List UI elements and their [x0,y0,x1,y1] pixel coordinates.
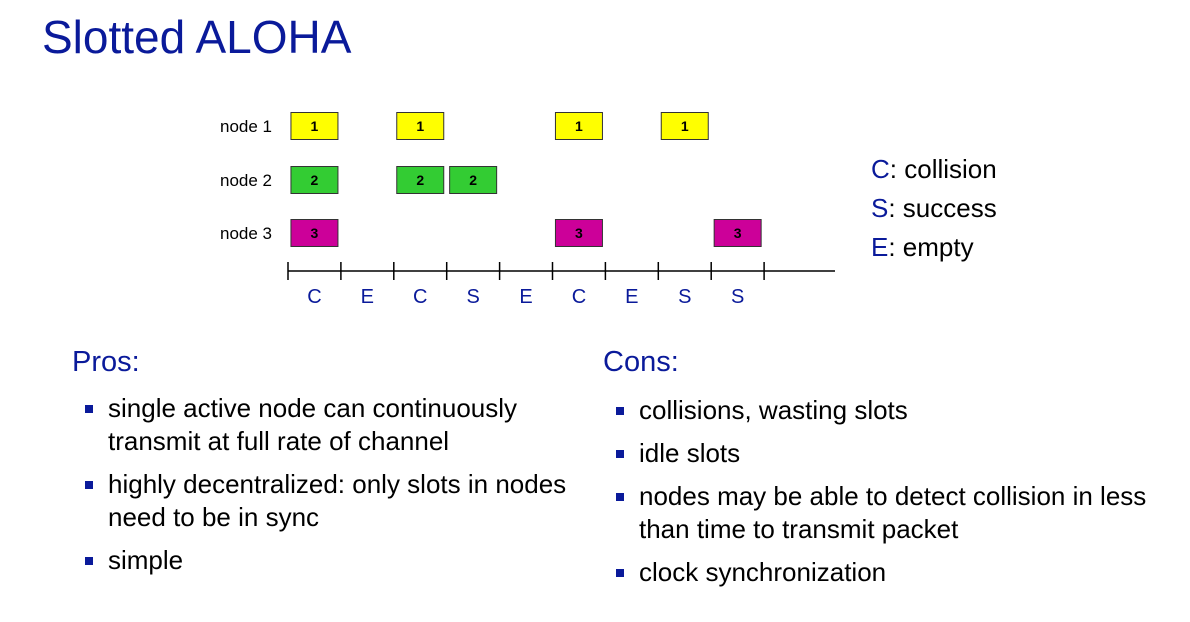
slot-outcome-label: E [625,286,638,308]
slot-outcome-label: C [413,286,427,308]
slot-outcome-label: E [361,286,374,308]
slot-outcome-label: E [519,286,532,308]
cons-item-text: collisions, wasting slots [639,395,908,425]
node-label: node 2 [220,171,272,190]
cons-item-text: idle slots [639,438,741,468]
pros-heading: Pros: [72,346,140,378]
cons-list: collisions, wasting slots idle slots nod… [611,394,1181,599]
legend-key: S [871,193,889,223]
bullet-square-icon [616,493,624,501]
slot-outcome-label: S [731,286,744,308]
list-item: single active node can continuously tran… [80,392,570,458]
packet-number: 3 [575,225,583,241]
bullet-square-icon [616,450,624,458]
slot-outcome-label: C [307,286,321,308]
packet-number: 2 [416,172,424,188]
legend-text: : success [888,193,997,223]
list-item: simple [80,544,570,577]
packet-box [554,219,603,247]
packet-number: 1 [311,118,319,134]
list-item: clock synchronization [611,556,1181,589]
node-label: node 1 [220,117,272,136]
packet-box [449,166,498,194]
node-label: node 3 [220,224,272,243]
bullet-square-icon [616,407,624,415]
slot-outcome-label: S [466,286,479,308]
pros-item-text: single active node can continuously tran… [108,393,518,456]
legend: C: collision S: success E: empty [871,150,997,267]
legend-key: C [871,154,890,184]
packet-number: 1 [575,118,583,134]
pros-item-text: highly decentralized: only slots in node… [108,469,567,532]
slot-timing-diagram: node 1 1 1 1 1 node 2 2 2 2 node 3 3 3 3C E C S E C E S S [220,112,835,308]
packet-number: 2 [311,172,319,188]
packet-number: 2 [469,172,477,188]
packet-box [396,112,445,140]
legend-item-empty: E: empty [871,228,997,267]
legend-key: E [871,232,889,262]
packet-box [396,166,445,194]
packet-box [290,112,339,140]
bullet-square-icon [85,481,93,489]
packet-number: 3 [311,225,319,241]
cons-item-text: clock synchronization [639,557,887,587]
slot-outcome-label: C [572,286,586,308]
packet-box [660,112,709,140]
slot-outcome-label: S [678,286,691,308]
list-item: idle slots [611,437,1181,470]
packet-number: 1 [416,118,424,134]
packet-box [713,219,762,247]
legend-text: : empty [888,232,974,262]
packet-number: 1 [681,118,689,134]
list-item: nodes may be able to detect collision in… [611,480,1181,546]
legend-item-success: S: success [871,189,997,228]
packet-number: 3 [734,225,742,241]
bullet-square-icon [616,569,624,577]
legend-item-collision: C: collision [871,150,997,189]
cons-item-text: nodes may be able to detect collision in… [639,481,1147,544]
packet-box [290,219,339,247]
pros-item-text: simple [108,545,184,575]
list-item: collisions, wasting slots [611,394,1181,427]
cons-heading: Cons: [603,346,679,378]
bullet-square-icon [85,557,93,565]
pros-list: single active node can continuously tran… [80,392,570,587]
legend-text: : collision [889,154,997,184]
packet-box [290,166,339,194]
packet-box [554,112,603,140]
slide-title: Slotted ALOHA [42,11,352,63]
bullet-square-icon [85,405,93,413]
list-item: highly decentralized: only slots in node… [80,468,570,534]
